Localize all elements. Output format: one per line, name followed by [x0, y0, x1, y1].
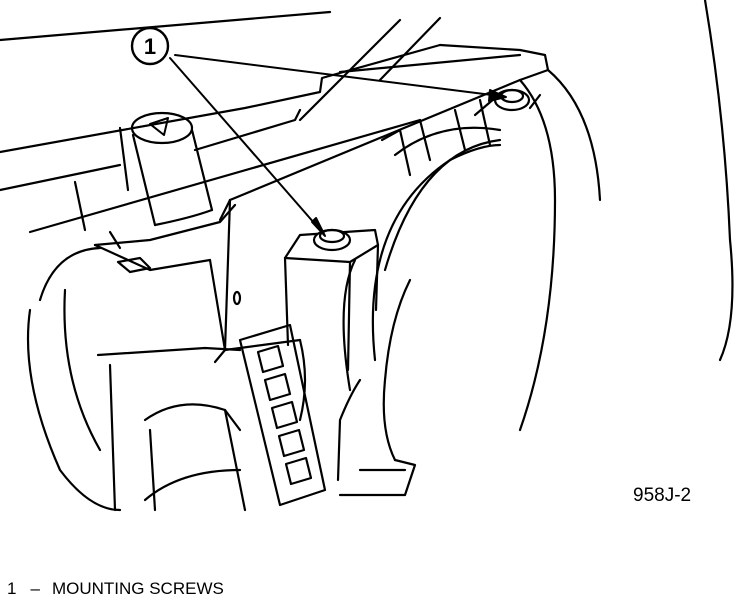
vent-grille	[238, 323, 327, 507]
housing-body	[93, 0, 734, 432]
figure-code: 958J-2	[633, 485, 692, 506]
steering-column-lever	[130, 111, 214, 227]
screw-boss-center	[283, 228, 380, 372]
legend-item-label: MOUNTING SCREWS	[51, 579, 224, 598]
dashboard-panel	[0, 10, 442, 250]
callout-marker: 1	[130, 26, 170, 66]
lower-bezel	[26, 246, 247, 512]
legend-item-number: 1	[7, 579, 17, 598]
legend-item-dash: –	[30, 579, 40, 598]
legend: 1–MOUNTING SCREWS	[7, 579, 224, 599]
callout-number: 1	[144, 34, 156, 59]
gauge-opening	[336, 138, 502, 497]
callout-leader-lines	[169, 54, 507, 237]
